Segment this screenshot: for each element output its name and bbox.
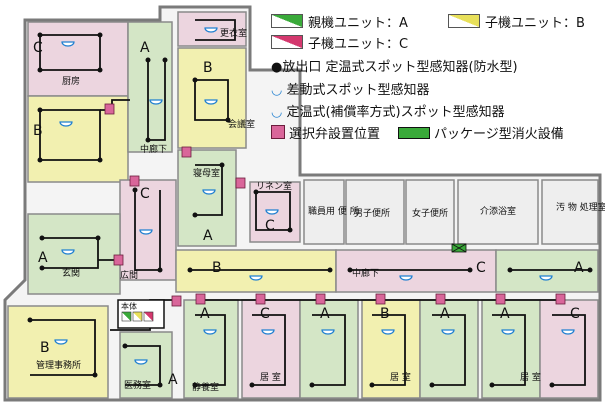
selector-valve-icon xyxy=(104,103,566,307)
child-c-swatch-icon xyxy=(271,35,303,49)
living-zone-c2 xyxy=(539,299,599,399)
rest-label: 静養室 xyxy=(192,381,219,393)
detector-icons xyxy=(54,27,575,365)
soiled-room xyxy=(541,179,599,245)
living-zone-b1 xyxy=(361,299,421,399)
svg-text:B: B xyxy=(33,123,43,139)
svg-text:C: C xyxy=(570,306,580,322)
svg-text:C: C xyxy=(260,306,270,322)
corridor-zone-b xyxy=(175,249,337,293)
kitchen-label: 厨房 xyxy=(62,75,80,87)
package-system-icon xyxy=(451,243,467,253)
legend-compensated: ◡ 定温式(補償率方式)スポット型感知器 xyxy=(271,105,505,120)
care-bath-room xyxy=(457,179,539,245)
outlet-dot-icon xyxy=(27,32,593,388)
svg-text:C: C xyxy=(476,260,486,276)
living-zone-a3 xyxy=(481,299,541,399)
rest-zone-a xyxy=(183,299,239,399)
svg-text:A: A xyxy=(203,228,213,244)
selector-valve-swatch-icon xyxy=(271,125,285,139)
living-label-2: 居 室 xyxy=(390,371,411,383)
office-label: 管理事務所 xyxy=(36,359,81,371)
legend-rate-of-rise: ◡ 差動式スポット型感知器 xyxy=(271,83,430,98)
womens-toilet-room xyxy=(405,179,455,245)
legend-parent-unit: 親機ユニット：A xyxy=(271,12,408,31)
meeting-label: 会議室 xyxy=(228,118,255,130)
package-system-swatch-icon xyxy=(398,127,430,139)
linen-label: リネン室 xyxy=(256,180,292,192)
svg-text:A: A xyxy=(168,372,178,388)
rate-of-rise-detector-icon: ◡ xyxy=(271,83,287,98)
living-zone-a1 xyxy=(299,299,359,399)
entrance-label: 玄関 xyxy=(62,267,80,279)
main-unit-label: 本体 xyxy=(121,301,137,311)
legend-outlet: ●放出口 定温式スポット型感知器(防水型) xyxy=(271,60,518,75)
medical-label: 医務室 xyxy=(124,379,151,391)
dining-label: 寝母室 xyxy=(193,167,220,179)
svg-text:A: A xyxy=(440,306,450,322)
womens-toilet-label: 女子便所 xyxy=(412,207,448,219)
svg-text:A: A xyxy=(320,306,330,322)
upper-room-label: 更衣室 xyxy=(220,27,247,39)
staff-toilet-room xyxy=(303,179,345,245)
svg-text:C: C xyxy=(140,186,150,202)
svg-text:A: A xyxy=(574,260,584,276)
medical-zone-a xyxy=(119,331,173,399)
living-label-1: 居 室 xyxy=(260,371,281,383)
legend-child-unit-c: 子機ユニット：C xyxy=(271,33,408,52)
mens-toilet-room xyxy=(345,179,405,245)
dining-zone-a xyxy=(177,149,237,247)
svg-text:C: C xyxy=(265,218,275,234)
svg-text:A: A xyxy=(140,40,150,56)
svg-text:A: A xyxy=(200,306,210,322)
svg-text:B: B xyxy=(380,306,390,322)
room-labels: 厨房 中廊下 寝母室 会議室 更衣室 リネン室 職員用 便 所 男子便所 女子便… xyxy=(36,27,605,393)
office-zone-b xyxy=(7,305,109,399)
care-bath-label: 介添浴室 xyxy=(480,205,516,217)
parent-unit-swatch-icon xyxy=(271,14,303,28)
legend-package-system: パッケージ型消火設備 xyxy=(398,123,564,142)
living-label-3: 居 室 xyxy=(520,371,541,383)
svg-text:C: C xyxy=(33,40,43,56)
compensated-detector-icon: ◡ xyxy=(271,105,287,120)
svg-text:A: A xyxy=(38,250,48,266)
mens-toilet-label: 男子便所 xyxy=(354,207,390,219)
soiled-label: 汚 物 処理室 xyxy=(556,201,605,213)
legend-selector-valve: 選択弁設置位置 xyxy=(271,123,380,142)
corridor-s-label: 中廊下 xyxy=(352,267,379,279)
staff-toilet-label: 職員用 便 所 xyxy=(308,205,359,217)
corridor-n-label: 中廊下 xyxy=(140,143,167,155)
svg-text:B: B xyxy=(203,60,213,76)
child-b-swatch-icon xyxy=(448,14,480,28)
main-unit-box xyxy=(117,299,165,329)
hall-label: 広間 xyxy=(120,269,138,281)
svg-text:A: A xyxy=(500,306,510,322)
legend-child-unit-b: 子機ユニット：B xyxy=(448,12,585,31)
svg-text:B: B xyxy=(212,260,222,276)
entrance-zone-a xyxy=(27,213,121,295)
svg-text:B: B xyxy=(40,340,50,356)
corridor-zone-a2 xyxy=(495,249,599,293)
meeting-zone-b xyxy=(177,47,247,149)
